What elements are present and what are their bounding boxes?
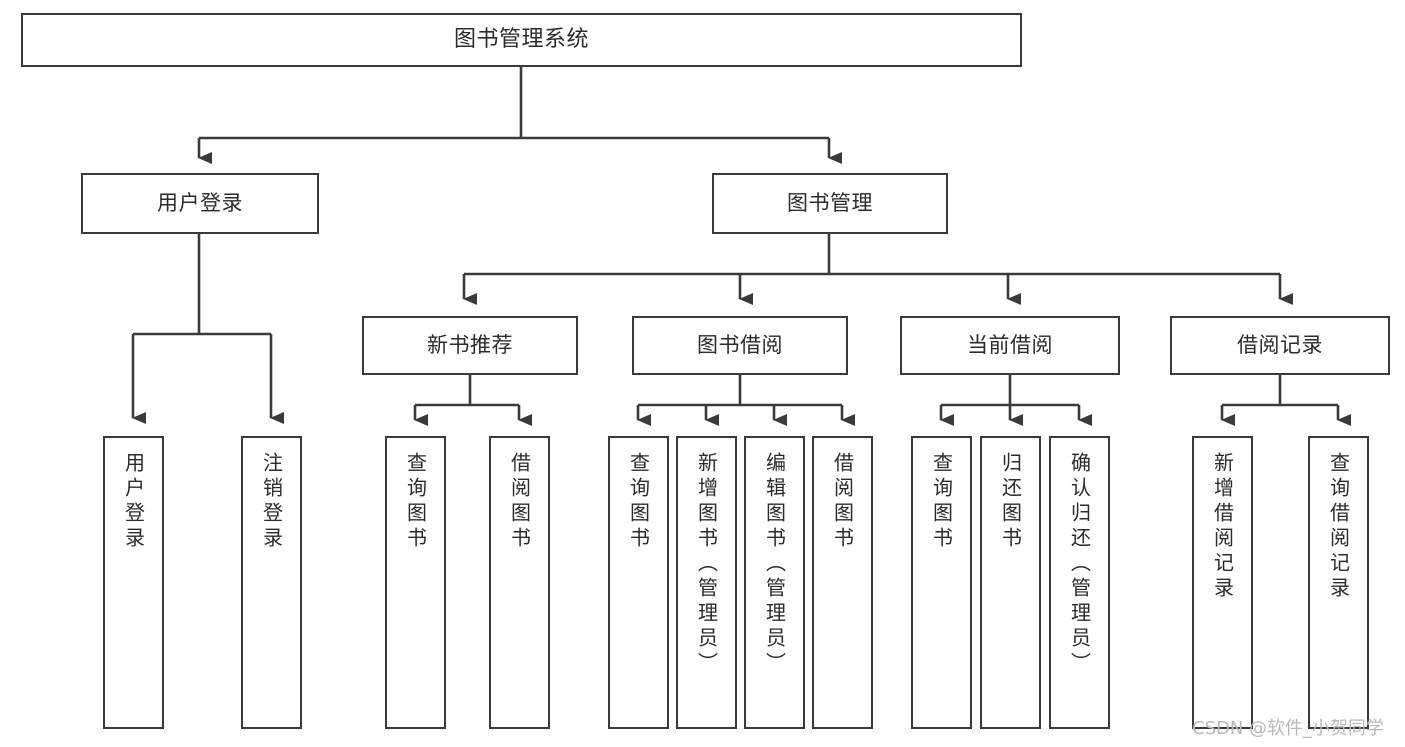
leaf-borrow-book-1-label: 借阅图书	[507, 452, 532, 552]
leaf-query-borrow-record-label: 查询借阅记录	[1326, 452, 1351, 602]
node-user-login-label: 用户登录	[157, 191, 243, 216]
leaf-query-borrow-record[interactable]: 查询借阅记录	[1308, 436, 1369, 729]
node-borrow-record[interactable]: 借阅记录	[1170, 316, 1390, 375]
leaf-query-book-2[interactable]: 查询图书	[608, 436, 669, 729]
leaf-user-logout[interactable]: 注销登录	[241, 436, 302, 729]
leaf-add-borrow-record[interactable]: 新增借阅记录	[1192, 436, 1253, 729]
node-root[interactable]: 图书管理系统	[21, 13, 1022, 67]
node-book-borrow-label: 图书借阅	[697, 333, 783, 358]
leaf-borrow-book-1[interactable]: 借阅图书	[489, 436, 550, 729]
leaf-confirm-return-admin[interactable]: 确认归还（管理员）	[1049, 436, 1110, 729]
leaf-add-book-admin-label: 新增图书（管理员）	[694, 452, 719, 677]
node-borrow-record-label: 借阅记录	[1237, 333, 1323, 358]
node-new-book-recommend[interactable]: 新书推荐	[362, 316, 578, 375]
node-user-login[interactable]: 用户登录	[81, 173, 319, 234]
leaf-borrow-book-2[interactable]: 借阅图书	[812, 436, 873, 729]
leaf-query-book-3-label: 查询图书	[929, 452, 954, 552]
leaf-query-book-3[interactable]: 查询图书	[911, 436, 972, 729]
leaf-add-borrow-record-label: 新增借阅记录	[1210, 452, 1235, 602]
node-book-borrow[interactable]: 图书借阅	[632, 316, 848, 375]
leaf-query-book-1-label: 查询图书	[403, 452, 428, 552]
node-current-borrow-label: 当前借阅	[967, 333, 1053, 358]
leaf-borrow-book-2-label: 借阅图书	[830, 452, 855, 552]
node-current-borrow[interactable]: 当前借阅	[900, 316, 1120, 375]
node-root-label: 图书管理系统	[453, 27, 589, 53]
leaf-return-book[interactable]: 归还图书	[980, 436, 1041, 729]
leaf-user-login[interactable]: 用户登录	[103, 436, 164, 729]
leaf-query-book-2-label: 查询图书	[626, 452, 651, 552]
leaf-add-book-admin[interactable]: 新增图书（管理员）	[676, 436, 737, 729]
leaf-confirm-return-admin-label: 确认归还（管理员）	[1067, 452, 1092, 677]
leaf-edit-book-admin[interactable]: 编辑图书（管理员）	[744, 436, 805, 729]
leaf-user-login-label: 用户登录	[121, 452, 146, 552]
leaf-edit-book-admin-label: 编辑图书（管理员）	[762, 452, 787, 677]
leaf-query-book-1[interactable]: 查询图书	[385, 436, 446, 729]
csdn-watermark: CSDN @软件_小贺同学	[1192, 718, 1385, 739]
node-book-manage-label: 图书管理	[787, 191, 873, 216]
leaf-return-book-label: 归还图书	[998, 452, 1023, 552]
leaf-user-logout-label: 注销登录	[259, 452, 284, 552]
node-new-book-recommend-label: 新书推荐	[427, 333, 513, 358]
node-book-manage[interactable]: 图书管理	[712, 173, 948, 234]
